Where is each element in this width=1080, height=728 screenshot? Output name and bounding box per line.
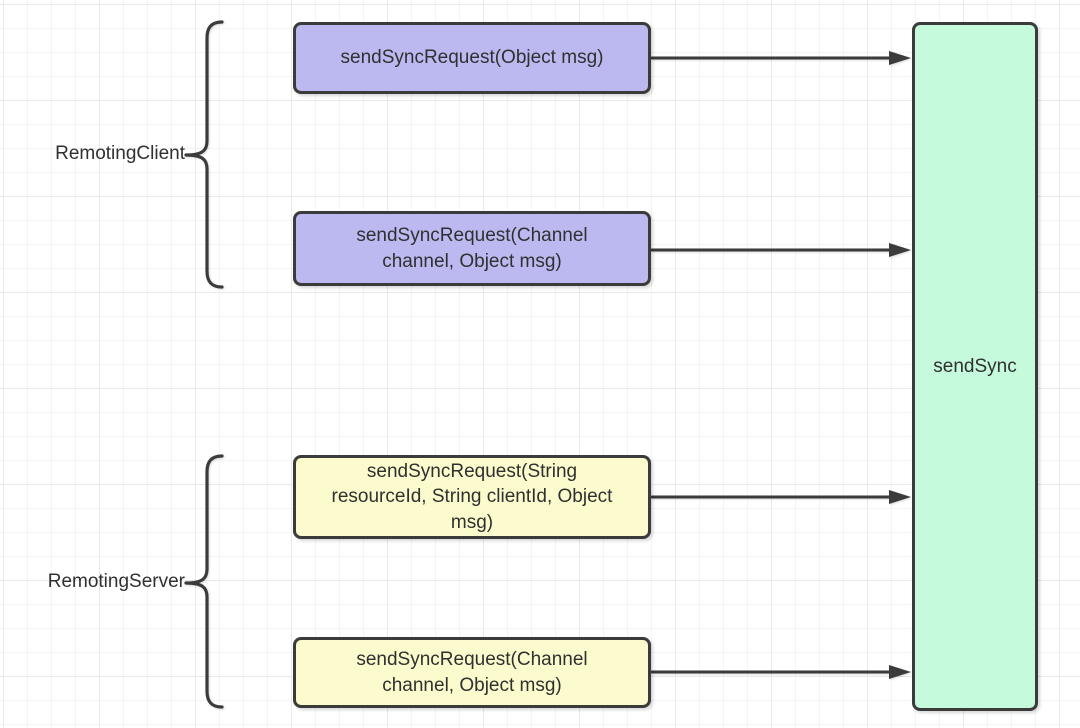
arrowhead-icon bbox=[889, 243, 911, 257]
remoting-client-label: RemotingClient bbox=[55, 143, 185, 164]
arrow-server-method-1 bbox=[650, 490, 911, 504]
server-method-1-box: sendSyncRequest(String resourceId, Strin… bbox=[293, 455, 651, 539]
arrow-server-method-2 bbox=[650, 665, 911, 679]
client-method-2-box: sendSyncRequest(Channel channel, Object … bbox=[293, 211, 651, 286]
arrow-client-method-1 bbox=[650, 51, 911, 65]
method-label: sendSyncRequest(Channel channel, Object … bbox=[356, 649, 588, 696]
remoting-server-label: RemotingServer bbox=[47, 571, 185, 592]
sendsync-target-box: sendSync bbox=[912, 22, 1038, 711]
method-label: sendSyncRequest(String resourceId, Strin… bbox=[331, 461, 613, 533]
arrowhead-icon bbox=[889, 51, 911, 65]
client-brace-icon bbox=[184, 20, 224, 289]
method-label: sendSyncRequest(Channel channel, Object … bbox=[356, 225, 588, 272]
arrowhead-icon bbox=[889, 490, 911, 504]
server-brace-icon bbox=[184, 454, 224, 709]
client-method-1-box: sendSyncRequest(Object msg) bbox=[293, 22, 651, 94]
arrowhead-icon bbox=[889, 665, 911, 679]
arrow-client-method-2 bbox=[650, 243, 911, 257]
method-label: sendSyncRequest(Object msg) bbox=[340, 47, 604, 69]
server-method-2-box: sendSyncRequest(Channel channel, Object … bbox=[293, 637, 651, 708]
target-label: sendSync bbox=[933, 355, 1017, 377]
